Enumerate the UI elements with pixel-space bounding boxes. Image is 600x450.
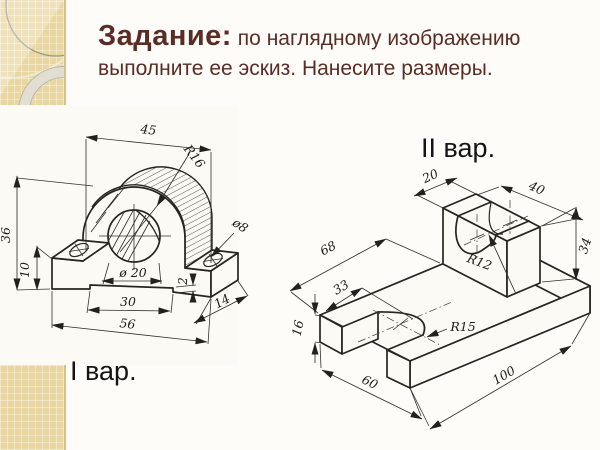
flange-hole-left xyxy=(68,242,90,258)
variant2-dimensions: 20 40 34 68 33 16 xyxy=(289,166,594,430)
variant1-scan: 45 R16 36 10 ø 20 30 xyxy=(0,103,251,367)
variant2-drawing: 20 40 34 68 33 16 xyxy=(289,166,594,430)
dim-label-33: 33 xyxy=(330,277,351,298)
ring-shading xyxy=(90,187,125,233)
variant1-drawing: 45 R16 36 10 ø 20 30 xyxy=(0,105,251,365)
dim-label-100: 100 xyxy=(490,363,518,388)
dim-label-r15: R15 xyxy=(449,319,475,334)
variant2-label: II вар. xyxy=(421,133,496,163)
bracket-body xyxy=(51,166,239,298)
task-title: Задание: по наглядному изображению выпол… xyxy=(98,18,578,83)
dim-label-20: 20 xyxy=(419,166,441,187)
title-lead: Задание: xyxy=(98,20,232,52)
dim-label-10: 10 xyxy=(17,262,32,278)
dim-label-56: 56 xyxy=(119,315,136,332)
flange-hole-right xyxy=(202,252,224,268)
title-line2: выполните ее эскиз. Нанесите размеры. xyxy=(98,57,493,81)
hole-centerlines xyxy=(99,204,171,270)
dim-label-45: 45 xyxy=(139,121,157,138)
dim-label-36: 36 xyxy=(0,227,13,243)
dim-label-16: 16 xyxy=(289,319,307,338)
dim-label-dia20: ø 20 xyxy=(118,265,146,280)
dim-label-34: 34 xyxy=(575,236,594,256)
dim-label-40: 40 xyxy=(526,177,548,198)
dim-label-30: 30 xyxy=(120,294,136,309)
dim-label-60: 60 xyxy=(360,372,381,392)
variant2-scan: 20 40 34 68 33 16 xyxy=(280,140,600,450)
variant1-label: I вар. xyxy=(70,356,137,386)
dim-label-2: 2 xyxy=(176,277,190,286)
dim-label-68: 68 xyxy=(317,238,338,259)
title-line1: Задание: по наглядному изображению xyxy=(98,18,578,54)
dim-label-14: 14 xyxy=(211,291,232,312)
slot-centerlines xyxy=(357,301,453,346)
title-rest: по наглядному изображению xyxy=(231,27,521,50)
